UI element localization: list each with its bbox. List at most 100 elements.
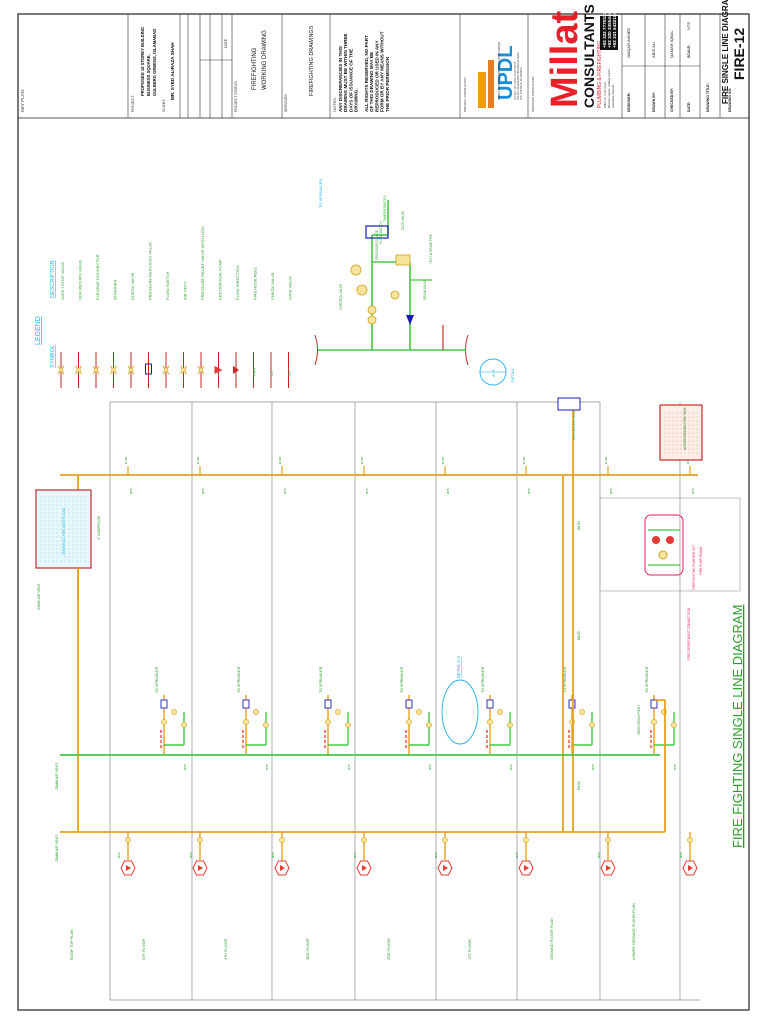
detail-annotation: PRESSURE GAUGE [375, 230, 379, 260]
legend-description: GATE / STOP VALVE [60, 262, 65, 300]
fire-hose-reel-icon [356, 832, 372, 876]
key-plan-label: KEY PLAN: [20, 89, 25, 112]
flow-switch-icon [568, 699, 576, 709]
legend-symbol-gv: GV [287, 370, 292, 376]
drawing-number: FIRE-12 [731, 28, 747, 80]
hose-pipe-size: Ø65 [515, 852, 519, 858]
drawing-no-label: DRAWING NO: [728, 88, 732, 112]
floor-label: GROUND FLOOR PLAN [550, 918, 554, 960]
services-value: FIREFIGHTING DRAWINGS [309, 25, 315, 96]
to-sprinkler-label: TO SPRINKLER [400, 666, 404, 693]
notes-line-4: DRAWING. [354, 89, 359, 112]
hose-pipe-size: Ø65 [353, 852, 357, 858]
non-return-label: NON RETURN VALVE [572, 410, 576, 440]
legend-description: AIR VENT [183, 281, 188, 300]
detail-annotation: FLOW SWITCH [379, 221, 383, 244]
sheet-border [17, 13, 750, 1011]
detail-annotation: TAMPER SWITCH [383, 195, 387, 222]
notes-line-7: OF THIS DRAWING MAY BE [369, 52, 374, 112]
tank-overflow-label: 4" OVERFLOW [97, 515, 101, 540]
legend-row: GATE / STOP VALVE [57, 262, 65, 388]
legend-title: LEGEND [35, 316, 42, 345]
notes-line-10: THE PRIOR PERMISSION [385, 56, 390, 112]
flow-switch-icon [324, 699, 332, 709]
to-sprinkler-label: TO SPRINKLER [645, 666, 649, 693]
checked-by-label: CHECKED BY: [670, 88, 674, 112]
project-status-label: PROJECT STATUS: [234, 80, 238, 112]
project-label: PROJECT: [131, 95, 135, 112]
floor-label: 3RD FLOOR [306, 938, 310, 960]
main-branch-size: Ø65 [691, 488, 695, 494]
notes-line-2: DRAWING MUST BE WITHIN THREE [343, 33, 348, 112]
client-label: CLIENT: [162, 99, 166, 112]
millat-address-1: Office No. 4, 2nd Floor [603, 82, 607, 108]
sprinkler-pipe-size: Ø65 [509, 764, 513, 770]
updl-logo: UPDL URBAN PLANNING AND DESIGN (PVT) LIM… [478, 42, 523, 108]
main-size-label: Ø100 [522, 456, 526, 464]
main-branch-size: Ø65 [129, 488, 133, 494]
fire-hose-reel-icon [518, 832, 534, 876]
hose-pipe-size: Ø65 [117, 852, 121, 858]
notes-line-9: FORM OR BY ANY MEANS WITHOUT [380, 31, 385, 112]
main-branch-size: Ø65 [527, 488, 531, 494]
legend-description: FIRE HOSE REEL [253, 266, 258, 300]
fire-hose-reel-icon [192, 832, 208, 876]
pump-set-label: FIREFIGHTING PUMPING SET [692, 545, 696, 590]
main-branch-size: Ø65 [283, 488, 287, 494]
legend-row: CHECK VALVE [127, 272, 135, 388]
main-size-label: Ø100 [278, 456, 282, 464]
drawing-title: FIRE SINGLE LINE DIAGRAM [721, 0, 730, 104]
detail-annotation: TEST & DRAIN PIPE [429, 234, 433, 264]
designer-label: DESIGNER: [627, 93, 631, 112]
project-line-1: PROPOSED 16 STOREY BUILDING [140, 27, 145, 96]
legend-symbol-header: SYMBOL [50, 345, 56, 368]
floor-label: 1ST FLOOR [468, 939, 472, 960]
millat-logo: Millat CONSULTANTS PLUMBING & FIREFIGHTI… [544, 4, 618, 108]
services-consultant-label: SERVICES CONSULTANT: [531, 75, 535, 112]
hose-pipe-size: Ø65 [679, 852, 683, 858]
cv-icon: CV [269, 370, 274, 376]
updl-full: URBAN PLANNING AND DESIGN (PVT) LIMITED [497, 42, 501, 100]
date2-label: DATE: [687, 102, 691, 112]
riser-size-3: Ø150 [577, 781, 581, 790]
notes-line-8: REPRODUCED OR USED IN ANY [374, 40, 379, 112]
fire-hose-reel-icon [120, 832, 136, 876]
legend-row: FLOW SWITCH [162, 271, 170, 388]
drawing-title-label: DRAWING TITLE: [706, 83, 710, 112]
gate-valve-icon [57, 365, 65, 375]
legend-description: NON RETURN VALVE [78, 260, 83, 300]
main-branch-size: Ø65 [609, 488, 613, 494]
legend-description: PRESSURE RELIEF VALVE WITH LOCK [200, 226, 205, 300]
flexible-connector-icon [92, 365, 100, 375]
pump-set [644, 514, 684, 576]
sprinkler-branch [324, 695, 351, 755]
sprinkler-branch [405, 695, 432, 755]
floor-label: 5TH FLOOR [142, 938, 146, 960]
detail-callout-label: DETAIL [510, 368, 515, 382]
flow-switch-icon [405, 699, 413, 709]
detail-ref-ellipse [441, 679, 479, 745]
air-vent-label-2: 25MM AIR VENT [55, 834, 59, 862]
main-size-label: Ø100 [360, 456, 364, 464]
drawn-by-label: DRAWN BY: [652, 92, 656, 112]
main-branch-size: Ø65 [201, 488, 205, 494]
main-size-label: Ø100 [196, 456, 200, 464]
legend-row: NON RETURN VALVE [75, 260, 83, 388]
sprinkler-branch [568, 695, 595, 755]
floor-label: 4TH FLOOR [224, 938, 228, 960]
sprinkler-pipe-size: Ø65 [673, 764, 677, 770]
drain-point-label: 25MM DRAIN POINT [637, 705, 641, 735]
pump-icon [214, 366, 223, 374]
to-sprinkler-label: TO SPRINKLER [319, 666, 323, 693]
notes-line-1: ANY DISCREPANCIES IN THIS [338, 46, 343, 112]
fire-dept-label: FIRE DEPARTMENT CONNECTION [687, 607, 691, 660]
fire-dept-connection [557, 397, 581, 411]
overhead-tank-label: OVERHEAD FIRE WATER TANK [62, 507, 66, 555]
